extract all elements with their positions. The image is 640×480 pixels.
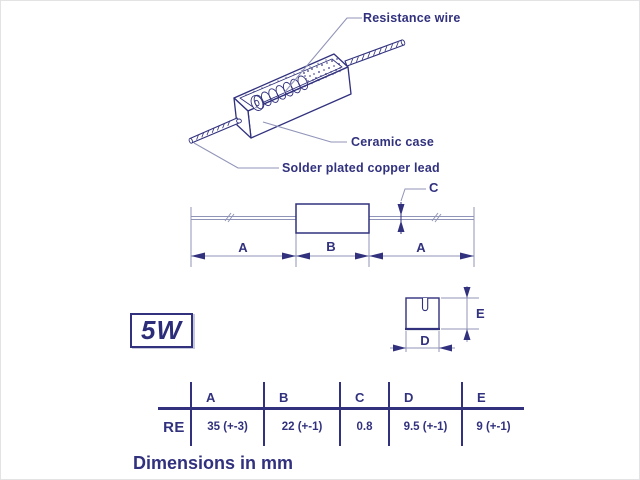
solder-lead-leader [193,142,279,169]
table-value-d: 9.5 (+-1) [388,410,461,446]
wattage-badge-text: 5W [141,315,182,345]
dim-label-d: D [420,333,430,348]
ceramic-case-label: Ceramic case [351,135,435,149]
left-lead [188,117,242,144]
table-header-d: D [388,382,461,410]
table-corner-cell [158,382,190,410]
resistance-wire-coil [250,75,309,111]
resistance-wire-leader [283,17,362,94]
table-header-c: C [339,382,388,410]
wattage-badge: 5W [130,313,193,348]
table-header-a: A [190,382,263,410]
resistance-wire-label: Resistance wire [363,11,461,25]
right-lead [344,39,406,67]
dim-label-a-left: A [238,240,248,255]
table-header-b: B [263,382,339,410]
table-value-a: 35 (+-3) [190,410,263,446]
table-value-b: 22 (+-1) [263,410,339,446]
table-value-e: 9 (+-1) [461,410,524,446]
side-dimension-drawing [190,188,475,267]
cement-filling-speckles [303,58,341,82]
dimensions-unit-note: Dimensions in mm [133,453,294,473]
table-row-header: RE [163,419,185,436]
ceramic-case-leader [262,121,347,143]
end-view-drawing [390,286,479,352]
resistor-3d-drawing [188,39,406,144]
dim-label-c: C [429,180,439,195]
end-view-arrows [393,287,471,352]
lead-slot [421,298,429,312]
callout-leader-lines [193,17,362,169]
resistor-body-outline [295,203,370,234]
dimensions-table: A B C D E RE 35 (+-3) 22 (+-1) 0.8 9.5 (… [158,382,524,446]
solder-lead-label: Solder plated copper lead [282,161,440,175]
dim-label-e: E [476,306,485,321]
dim-label-b: B [326,239,336,254]
table-value-c: 0.8 [339,410,388,446]
dim-label-a-right: A [416,240,426,255]
table-header-e: E [461,382,524,410]
